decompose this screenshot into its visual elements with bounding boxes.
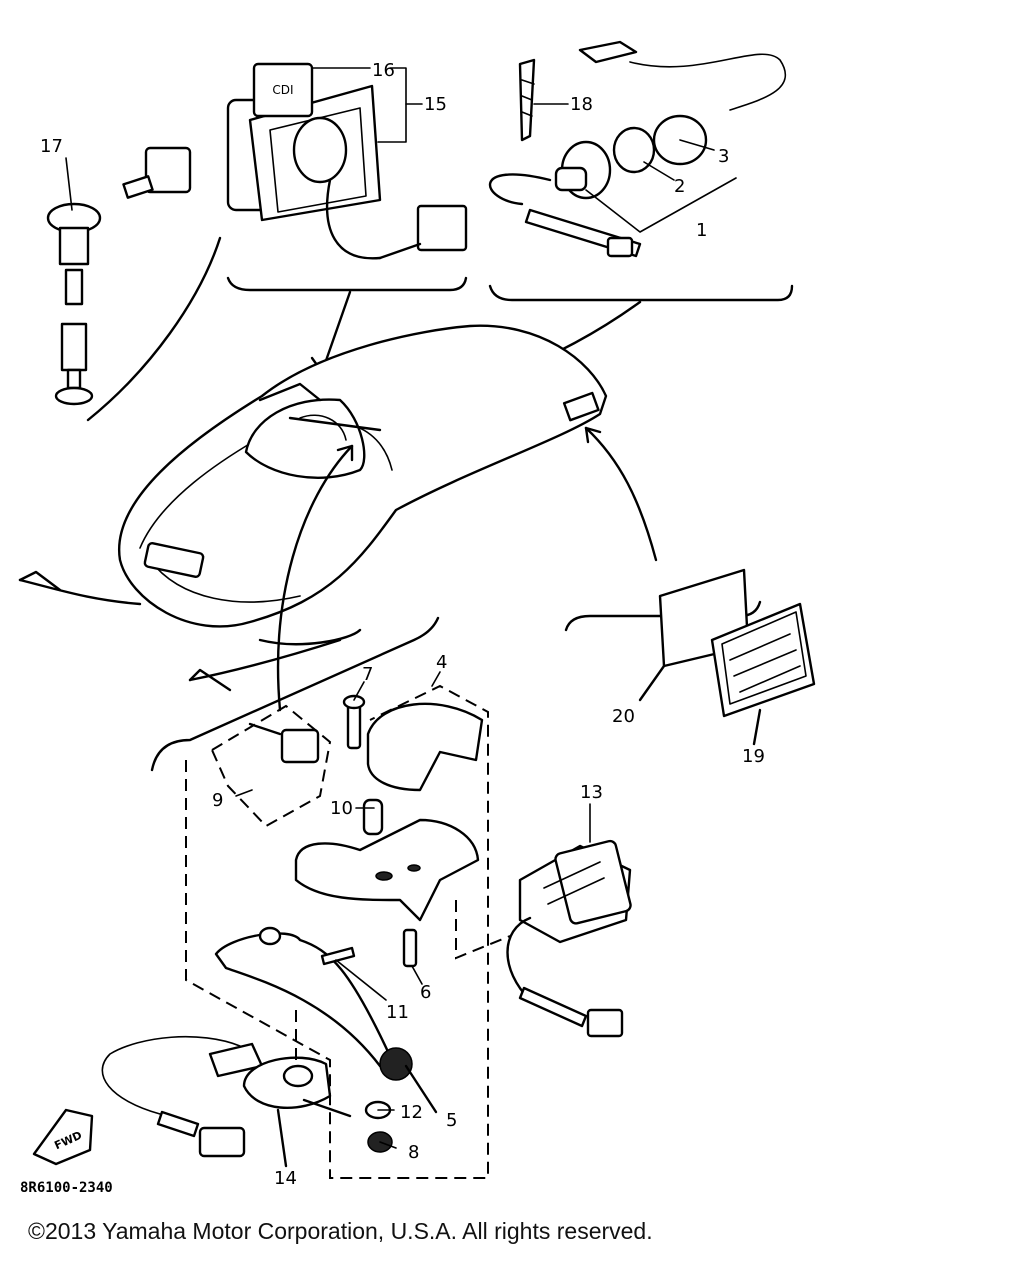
- drawing-code: 8R6100-2340: [20, 1180, 113, 1196]
- callouts: 1 2 3 4 5 6 7 8 9 10 11 12 13 14 15 16 1…: [20, 60, 765, 1196]
- callout-17: 17: [40, 136, 63, 157]
- callout-9: 9: [212, 790, 223, 811]
- part-13-ignition-module: [455, 839, 632, 1038]
- callout-12: 12: [400, 1102, 423, 1123]
- callout-20: 20: [612, 706, 635, 727]
- part-17-connector: [46, 146, 222, 422]
- callout-6: 6: [420, 982, 431, 1003]
- part-4-throttle-housing: [150, 616, 489, 1179]
- part-14-throttle-sensor: [101, 1010, 352, 1168]
- callout-18: 18: [570, 94, 593, 115]
- copyright-notice: ©2013 Yamaha Motor Corporation, U.S.A. A…: [28, 1218, 653, 1244]
- callout-7: 7: [362, 664, 373, 685]
- callout-10: 10: [330, 798, 353, 819]
- snowmobile-body: [18, 324, 658, 712]
- callout-5: 5: [446, 1110, 457, 1131]
- callout-2: 2: [674, 176, 685, 197]
- callout-3: 3: [718, 146, 729, 167]
- relay-label: CDI: [272, 83, 293, 97]
- part-15-cdi-unit: CDI: [226, 62, 468, 374]
- callout-11: 11: [386, 1002, 409, 1023]
- callout-14: 14: [274, 1168, 297, 1189]
- callout-19: 19: [742, 746, 765, 767]
- callout-16: 16: [372, 60, 395, 81]
- callout-4: 4: [436, 652, 447, 673]
- callout-8: 8: [408, 1142, 419, 1163]
- callout-15: 15: [424, 94, 447, 115]
- exploded-parts-diagram: CDI: [18, 40, 816, 1196]
- part-19-taillight: [564, 568, 816, 746]
- callout-1: 1: [696, 220, 707, 241]
- forward-arrow-icon: FWD: [32, 1108, 94, 1166]
- callout-13: 13: [580, 782, 603, 803]
- leader-lines: [65, 67, 737, 1149]
